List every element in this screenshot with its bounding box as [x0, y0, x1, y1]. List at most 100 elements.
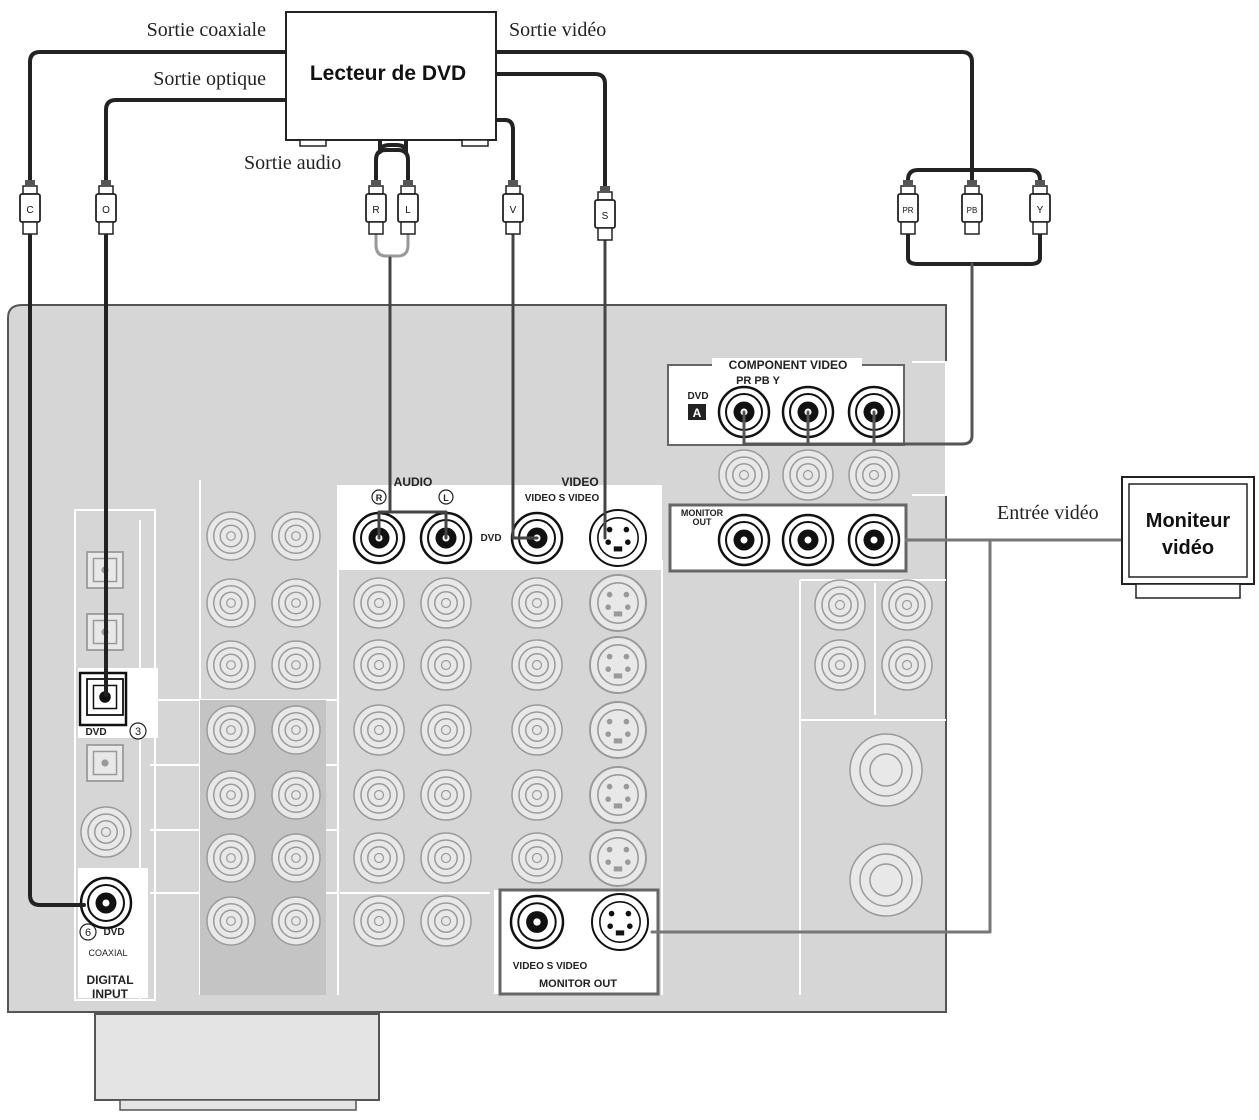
optical-number-marker — [129, 722, 147, 740]
audio-r-cable-down — [377, 256, 392, 540]
input-jack-b-7[interactable] — [271, 896, 321, 946]
video-monitor: Moniteur vidéo — [1121, 476, 1255, 599]
audio-r-jack-3[interactable] — [353, 639, 405, 691]
input-jack-b-2[interactable] — [271, 578, 321, 628]
input-jack-a-1[interactable] — [206, 511, 256, 561]
optical-dvd-highlight — [78, 671, 128, 727]
svideo-jack-5[interactable] — [589, 766, 647, 824]
monitor-out-pb-jack[interactable] — [781, 513, 835, 567]
input-jack-b-5[interactable] — [271, 770, 321, 820]
component-b-pr-jack[interactable] — [718, 449, 770, 501]
monitor-out-video-jack[interactable] — [509, 894, 565, 950]
speaker-terminal-1[interactable] — [849, 733, 923, 807]
audio-r-jack-6[interactable] — [353, 832, 405, 884]
audio-l-jack-6[interactable] — [420, 832, 472, 884]
video-cable-top — [494, 118, 515, 202]
component-dvd-label: DVD — [687, 391, 708, 402]
cables-layer — [28, 50, 1124, 934]
monitor-out-y-jack[interactable] — [847, 513, 901, 567]
coax-number-marker — [79, 923, 97, 941]
audio-l-jack-4[interactable] — [420, 704, 472, 756]
video-cable-down — [511, 233, 539, 540]
optical-cable-top — [104, 98, 288, 202]
svideo-jack-2[interactable] — [589, 574, 647, 632]
input-jack-a-4[interactable] — [206, 705, 256, 755]
component-pb-plug-label: PB — [967, 206, 978, 215]
jacks-layer — [79, 385, 933, 951]
input-jack-b-1[interactable] — [271, 511, 321, 561]
input-jack-b-3[interactable] — [271, 640, 321, 690]
audio-r-jack-5[interactable] — [353, 769, 405, 821]
coaxial-cable-top — [28, 50, 288, 202]
input-jack-a-3[interactable] — [206, 640, 256, 690]
audio-r-jack-8[interactable] — [353, 895, 405, 947]
audio-l-plug: L — [397, 180, 419, 235]
input-jack-a-6[interactable] — [206, 833, 256, 883]
digital-input-label-2: INPUT — [92, 987, 129, 1001]
video-jack-4[interactable] — [511, 704, 563, 756]
component-b-pb-jack[interactable] — [782, 449, 834, 501]
right-jack-3[interactable] — [814, 639, 866, 691]
optical-dvd-label: DVD — [85, 727, 106, 738]
video-jack-6[interactable] — [511, 832, 563, 884]
component-badge — [688, 404, 706, 420]
monitor-out-pr-jack[interactable] — [717, 513, 771, 567]
audio-l-label: L — [443, 493, 449, 503]
coaxial-input-1[interactable] — [80, 806, 132, 858]
audio-cable-top — [374, 148, 410, 192]
component-pb-plug: PB — [961, 180, 983, 235]
video-columns-label: VIDEO S VIDEO — [525, 493, 600, 504]
coaxial-input-dvd[interactable] — [79, 876, 133, 930]
audio-l-jack-3[interactable] — [420, 639, 472, 691]
audio-l-jack-5[interactable] — [420, 769, 472, 821]
audio-r-plug: R — [365, 180, 387, 235]
input-jack-a-5[interactable] — [206, 770, 256, 820]
coax-label: COAXIAL — [88, 948, 127, 958]
component-split-top — [906, 168, 1042, 202]
monitor-label-1: Moniteur — [1146, 510, 1231, 532]
speaker-terminal-2[interactable] — [849, 843, 923, 917]
monitor-out-columns-label: VIDEO S VIDEO — [513, 961, 588, 972]
audio-l-plug-label: L — [405, 205, 411, 216]
input-jack-b-4[interactable] — [271, 705, 321, 755]
svideo-plug: S — [594, 186, 616, 241]
monitor-out-svideo-jack[interactable] — [591, 893, 649, 951]
audio-r-label: R — [376, 493, 383, 503]
coaxial-plug: C — [19, 180, 41, 235]
svideo-jack-3[interactable] — [589, 636, 647, 694]
optical-number: 3 — [135, 726, 141, 738]
svideo-cable-top — [494, 72, 607, 197]
svideo-plug-label: S — [602, 211, 609, 222]
svideo-jack-6[interactable] — [589, 829, 647, 887]
right-jack-1[interactable] — [814, 579, 866, 631]
right-jack-2[interactable] — [881, 579, 933, 631]
input-jack-a-2[interactable] — [206, 578, 256, 628]
monitor-out-label: MONITOR OUT — [539, 978, 617, 990]
component-columns-label: PR PB Y — [736, 375, 780, 387]
audio-l-cable-down — [388, 510, 448, 540]
svideo-dvd-jack[interactable] — [589, 509, 647, 567]
video-jack-2[interactable] — [511, 577, 563, 629]
right-jack-4[interactable] — [881, 639, 933, 691]
component-b-y-jack[interactable] — [848, 449, 900, 501]
callout-video-out: Sortie vidéo — [509, 19, 606, 41]
monitor-out-bottom-group: VIDEO S VIDEO MONITOR OUT — [498, 888, 660, 996]
svideo-jack-4[interactable] — [589, 701, 647, 759]
video-jack-5[interactable] — [511, 769, 563, 821]
monitor-svideo-cable — [650, 538, 992, 934]
input-jack-b-6[interactable] — [271, 833, 321, 883]
callout-video-in: Entrée vidéo — [997, 502, 1099, 524]
input-jack-a-7[interactable] — [206, 896, 256, 946]
audio-r-jack-4[interactable] — [353, 704, 405, 756]
audio-r-jack-2[interactable] — [353, 577, 405, 629]
video-jack-3[interactable] — [511, 639, 563, 691]
audio-l-jack-8[interactable] — [420, 895, 472, 947]
monitor-label-2: vidéo — [1162, 537, 1214, 559]
audio-label: AUDIO — [394, 475, 433, 489]
component-y-plug: Y — [1029, 180, 1051, 235]
audio-r-plug-label: R — [372, 205, 379, 216]
optical-input-4[interactable] — [86, 744, 124, 782]
audio-l-jack-2[interactable] — [420, 577, 472, 629]
